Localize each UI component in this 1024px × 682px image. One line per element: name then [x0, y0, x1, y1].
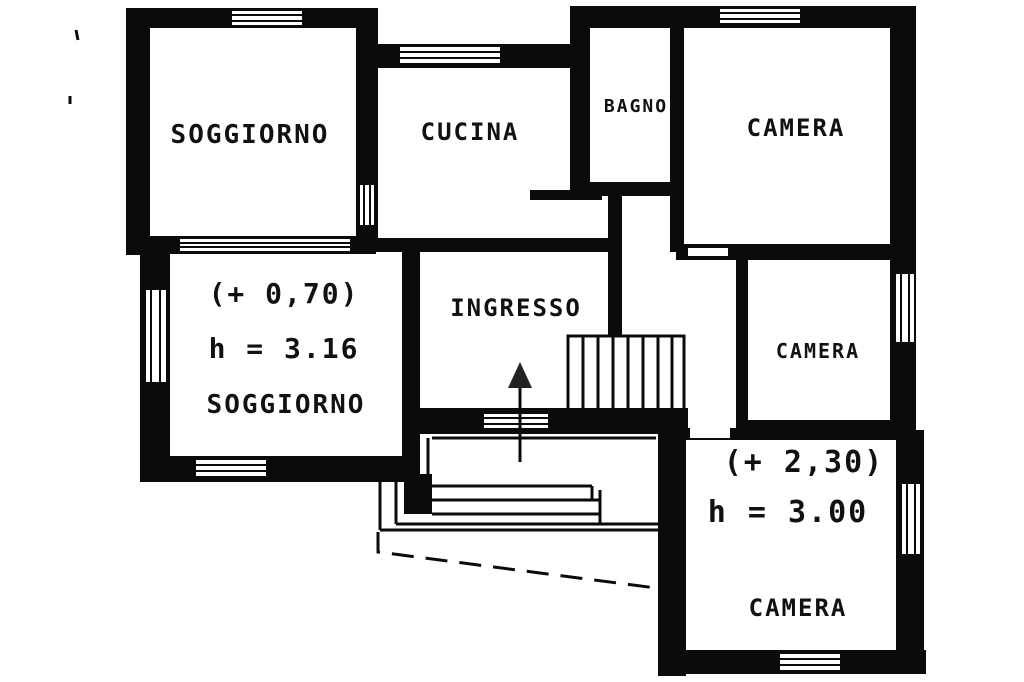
- entrance-arrow-icon: [508, 362, 532, 462]
- room-label-soggiorno-low: SOGGIORNO: [207, 390, 366, 420]
- height-soggiorno-low: h = 3.16: [209, 332, 360, 365]
- balcony-outline: [376, 532, 657, 590]
- stairs-lower: [378, 436, 660, 532]
- room-label-camera-top: CAMERA: [747, 114, 846, 142]
- windows: [146, 9, 920, 670]
- room-label-bagno: BAGNO: [604, 96, 668, 117]
- height-camera-bottom: h = 3.00: [708, 495, 869, 530]
- room-label-ingresso: INGRESSO: [450, 294, 582, 322]
- stairs-upper: [566, 334, 686, 412]
- scan-marks: [68, 29, 80, 104]
- room-label-camera-bottom: CAMERA: [749, 594, 848, 622]
- room-label-camera-mid: CAMERA: [776, 339, 860, 363]
- room-label-soggiorno-top: SOGGIORNO: [171, 120, 330, 150]
- level-camera-bottom: (+ 2,30): [724, 445, 885, 480]
- level-soggiorno-low: (+ 0,70): [209, 277, 360, 310]
- room-label-cucina: CUCINA: [421, 118, 520, 146]
